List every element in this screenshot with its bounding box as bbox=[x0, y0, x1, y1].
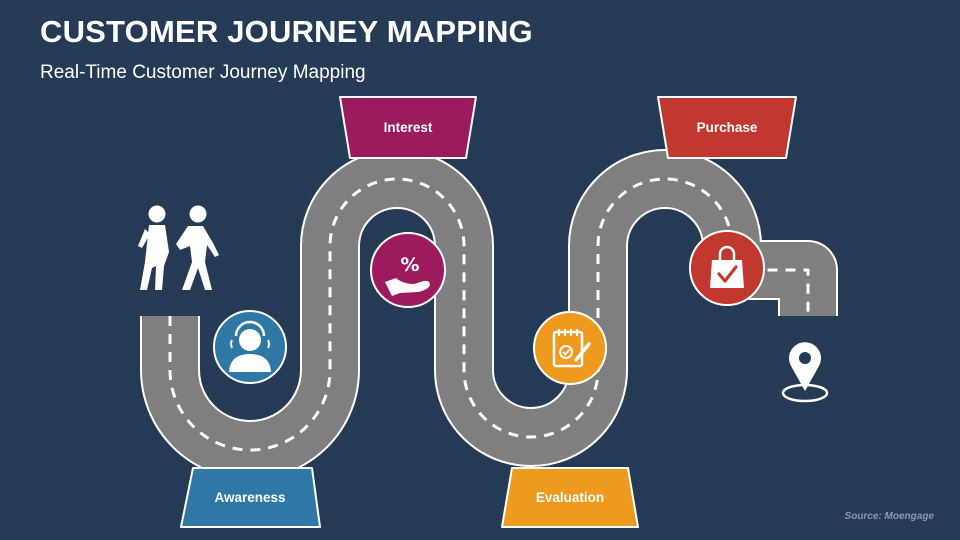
page-subtitle: Real-Time Customer Journey Mapping bbox=[40, 62, 366, 83]
stage-label-awareness: Awareness bbox=[180, 467, 321, 528]
checklist-icon bbox=[533, 311, 607, 385]
walking-people-icon bbox=[138, 205, 219, 290]
road bbox=[140, 149, 838, 480]
stage-label-text: Purchase bbox=[697, 120, 758, 135]
discount-hand-icon: % bbox=[370, 232, 446, 308]
stage-label-text: Awareness bbox=[214, 490, 285, 505]
stage-label-interest: Interest bbox=[339, 96, 477, 159]
stage-label-text: Evaluation bbox=[536, 490, 604, 505]
stage-label-evaluation: Evaluation bbox=[501, 467, 639, 528]
stage-label-text: Interest bbox=[384, 120, 433, 135]
source-note: Source: Moengage bbox=[844, 511, 934, 522]
svg-text:%: % bbox=[400, 254, 419, 276]
location-pin-icon bbox=[781, 342, 829, 403]
shopping-bag-check-icon bbox=[689, 230, 765, 306]
stage-label-purchase: Purchase bbox=[657, 96, 797, 159]
headset-person-icon bbox=[213, 310, 287, 384]
page-title: CUSTOMER JOURNEY MAPPING bbox=[40, 14, 533, 49]
